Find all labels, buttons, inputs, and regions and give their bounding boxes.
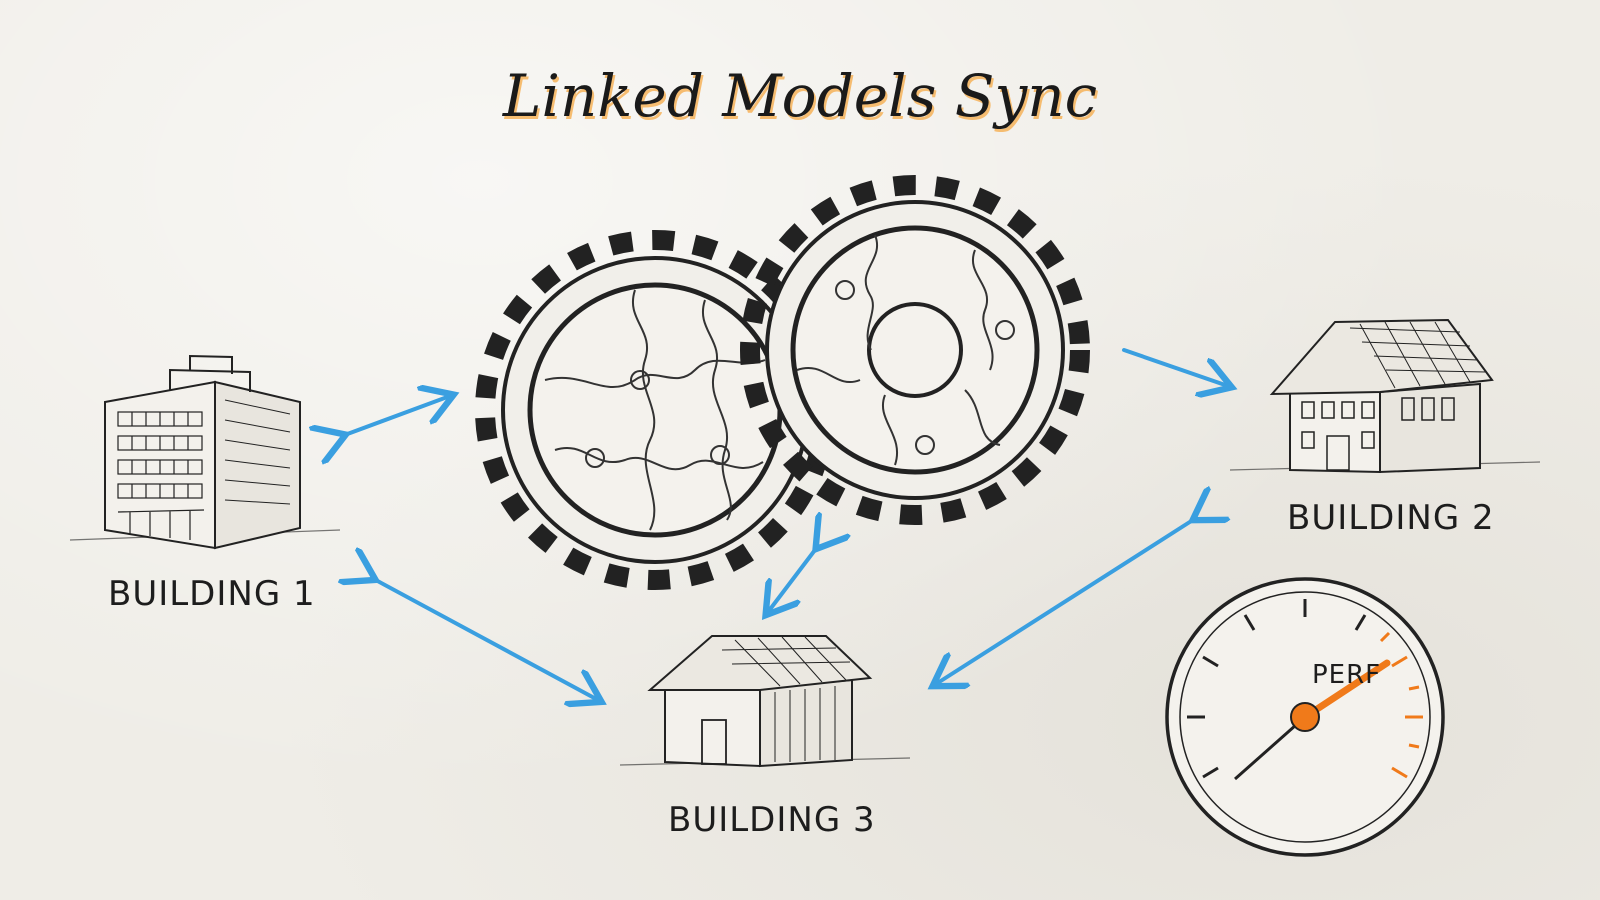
shed-icon <box>619 635 911 768</box>
building-2-label: BUILDING 2 <box>1287 498 1495 538</box>
page-title: Linked Models Sync <box>502 62 1098 130</box>
arrow-gears-building3 <box>768 546 818 612</box>
gauge-needle-tail <box>1234 715 1306 781</box>
arrow-building1-gears <box>342 396 450 436</box>
sync-arrows <box>342 348 1228 700</box>
arrow-building2-building3 <box>936 518 1196 684</box>
building-1-label: BUILDING 1 <box>108 574 316 614</box>
office-building-icon <box>69 354 341 550</box>
house-icon <box>1229 318 1541 474</box>
arrow-building1-building3 <box>372 578 598 700</box>
gauge-icon <box>1165 577 1445 857</box>
puzzle-icon <box>544 289 766 531</box>
gauge-needle <box>1301 659 1391 721</box>
arrow-gears-building2 <box>1122 348 1228 386</box>
building-3-label: BUILDING 3 <box>668 800 876 840</box>
gear-icon <box>475 175 1090 590</box>
gauge-hub <box>1290 702 1320 732</box>
gauge-label: PERF <box>1312 660 1382 690</box>
